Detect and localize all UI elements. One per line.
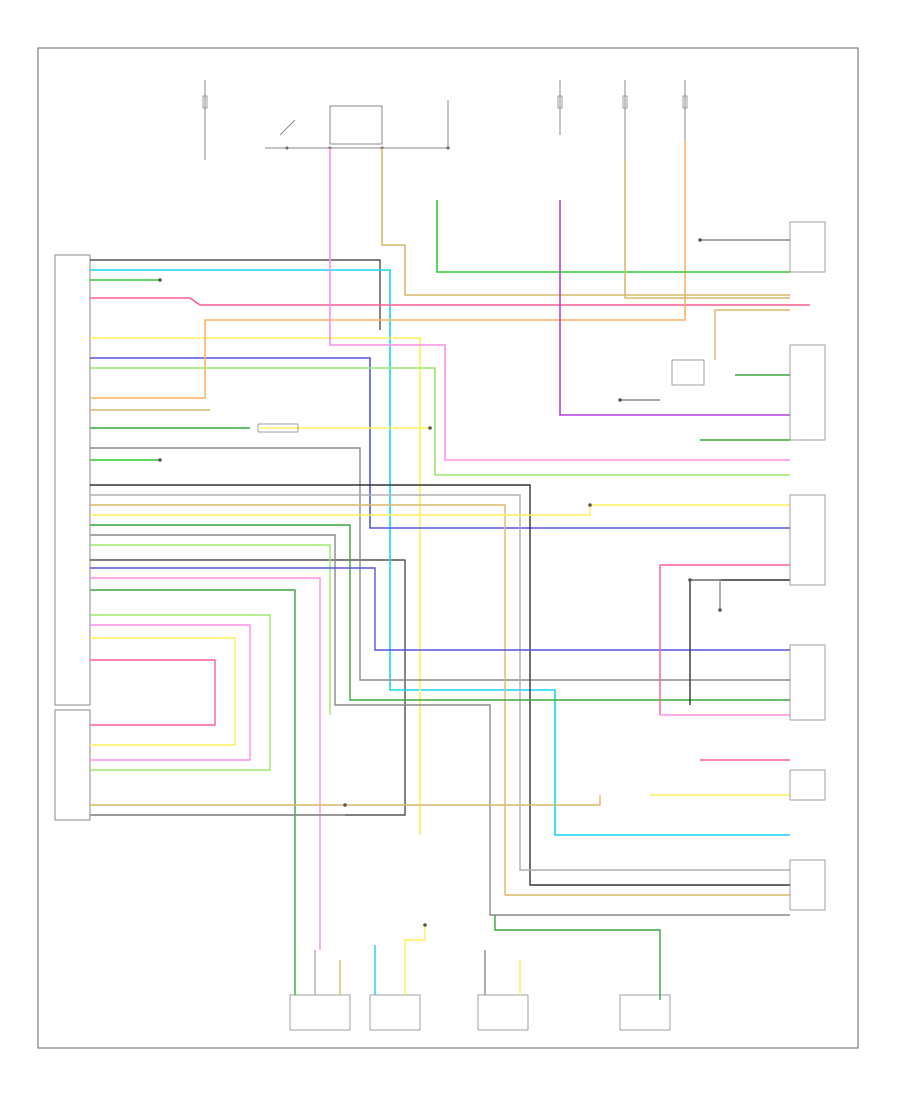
right-components [671, 221, 826, 911]
wire-yellow-a [90, 337, 421, 835]
wire-pink-b [90, 624, 251, 761]
lower-module [54, 709, 91, 821]
wires-vertical-feeds [329, 148, 790, 461]
wires-right-side [90, 239, 790, 1000]
wire-pink-a [90, 577, 321, 950]
control-module [54, 254, 91, 706]
wire-red-b [90, 659, 216, 726]
wire-blue-b [90, 567, 790, 651]
wire-green-d [90, 524, 790, 701]
resistor-symbol [257, 423, 299, 433]
wire-black-a [90, 484, 790, 886]
wire-gray-a [90, 447, 790, 681]
wire-tan-right-b [714, 309, 790, 360]
wire-purple-top [559, 200, 790, 416]
wire-red-right [659, 564, 790, 715]
wire-orange-a [90, 140, 686, 399]
ground-bus [90, 259, 406, 816]
wire-red-a [90, 297, 810, 306]
wire-lightgray-a [90, 494, 790, 871]
wire-green-e [90, 589, 296, 960]
wire-yellow-d [90, 637, 236, 746]
wire-cyan [90, 269, 790, 836]
wire-lightgreen-c [90, 614, 271, 771]
wire-green-top [436, 200, 790, 273]
wire-blue-a [90, 357, 790, 529]
diagram-frame [37, 47, 859, 1049]
wire-pink-top [329, 148, 790, 461]
power-distribution [204, 80, 686, 160]
sensor-feed-wires [294, 925, 521, 995]
wire-yellow-c [90, 504, 790, 516]
wire-gray-b [90, 534, 790, 916]
wire-black-right [689, 579, 790, 705]
wire-tan-bottom [90, 795, 601, 806]
wire-lightgreen-a [90, 367, 790, 476]
wire-tan-top [381, 148, 790, 296]
junction-dots [158, 238, 722, 927]
wire-lightgreen-b [90, 544, 331, 715]
bottom-sensors [289, 994, 671, 1031]
wire-gray-right-c [690, 579, 721, 610]
wire-tan-right [624, 160, 790, 299]
wires-left-runs [90, 140, 810, 836]
wires-mid-runs [90, 447, 790, 960]
wire-green-bottom [494, 915, 661, 1000]
fuse-symbols [202, 95, 688, 109]
